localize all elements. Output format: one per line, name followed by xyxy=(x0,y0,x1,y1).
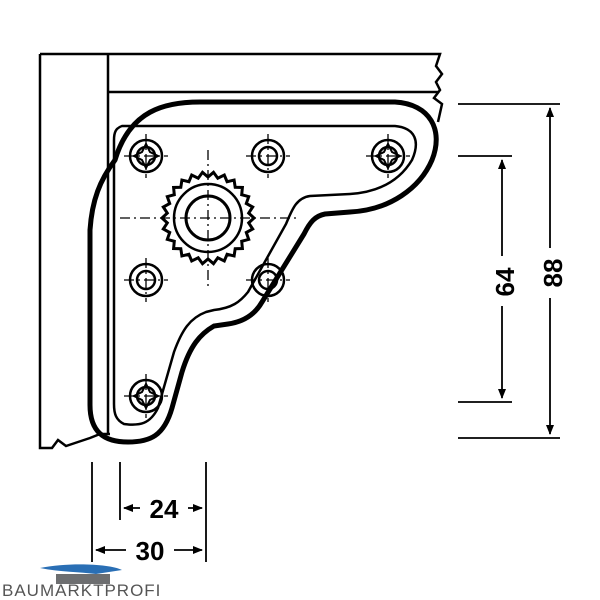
frame-outline xyxy=(38,52,444,450)
screw-holes xyxy=(128,138,406,414)
center-lines xyxy=(120,134,410,418)
dimension-label-88: 88 xyxy=(538,259,568,288)
dimension-label-64: 64 xyxy=(490,267,520,296)
screw-heads xyxy=(131,141,403,411)
logo-mark xyxy=(56,574,110,584)
dimension-label-24: 24 xyxy=(150,494,179,524)
logo-text: BAUMARKTPROFI xyxy=(2,581,161,600)
logo-swoosh xyxy=(40,564,122,574)
dimension-label-30: 30 xyxy=(136,536,165,566)
bracket-plate xyxy=(87,99,439,445)
baumarktprofi-logo: BAUMARKTPROFI xyxy=(2,564,161,600)
